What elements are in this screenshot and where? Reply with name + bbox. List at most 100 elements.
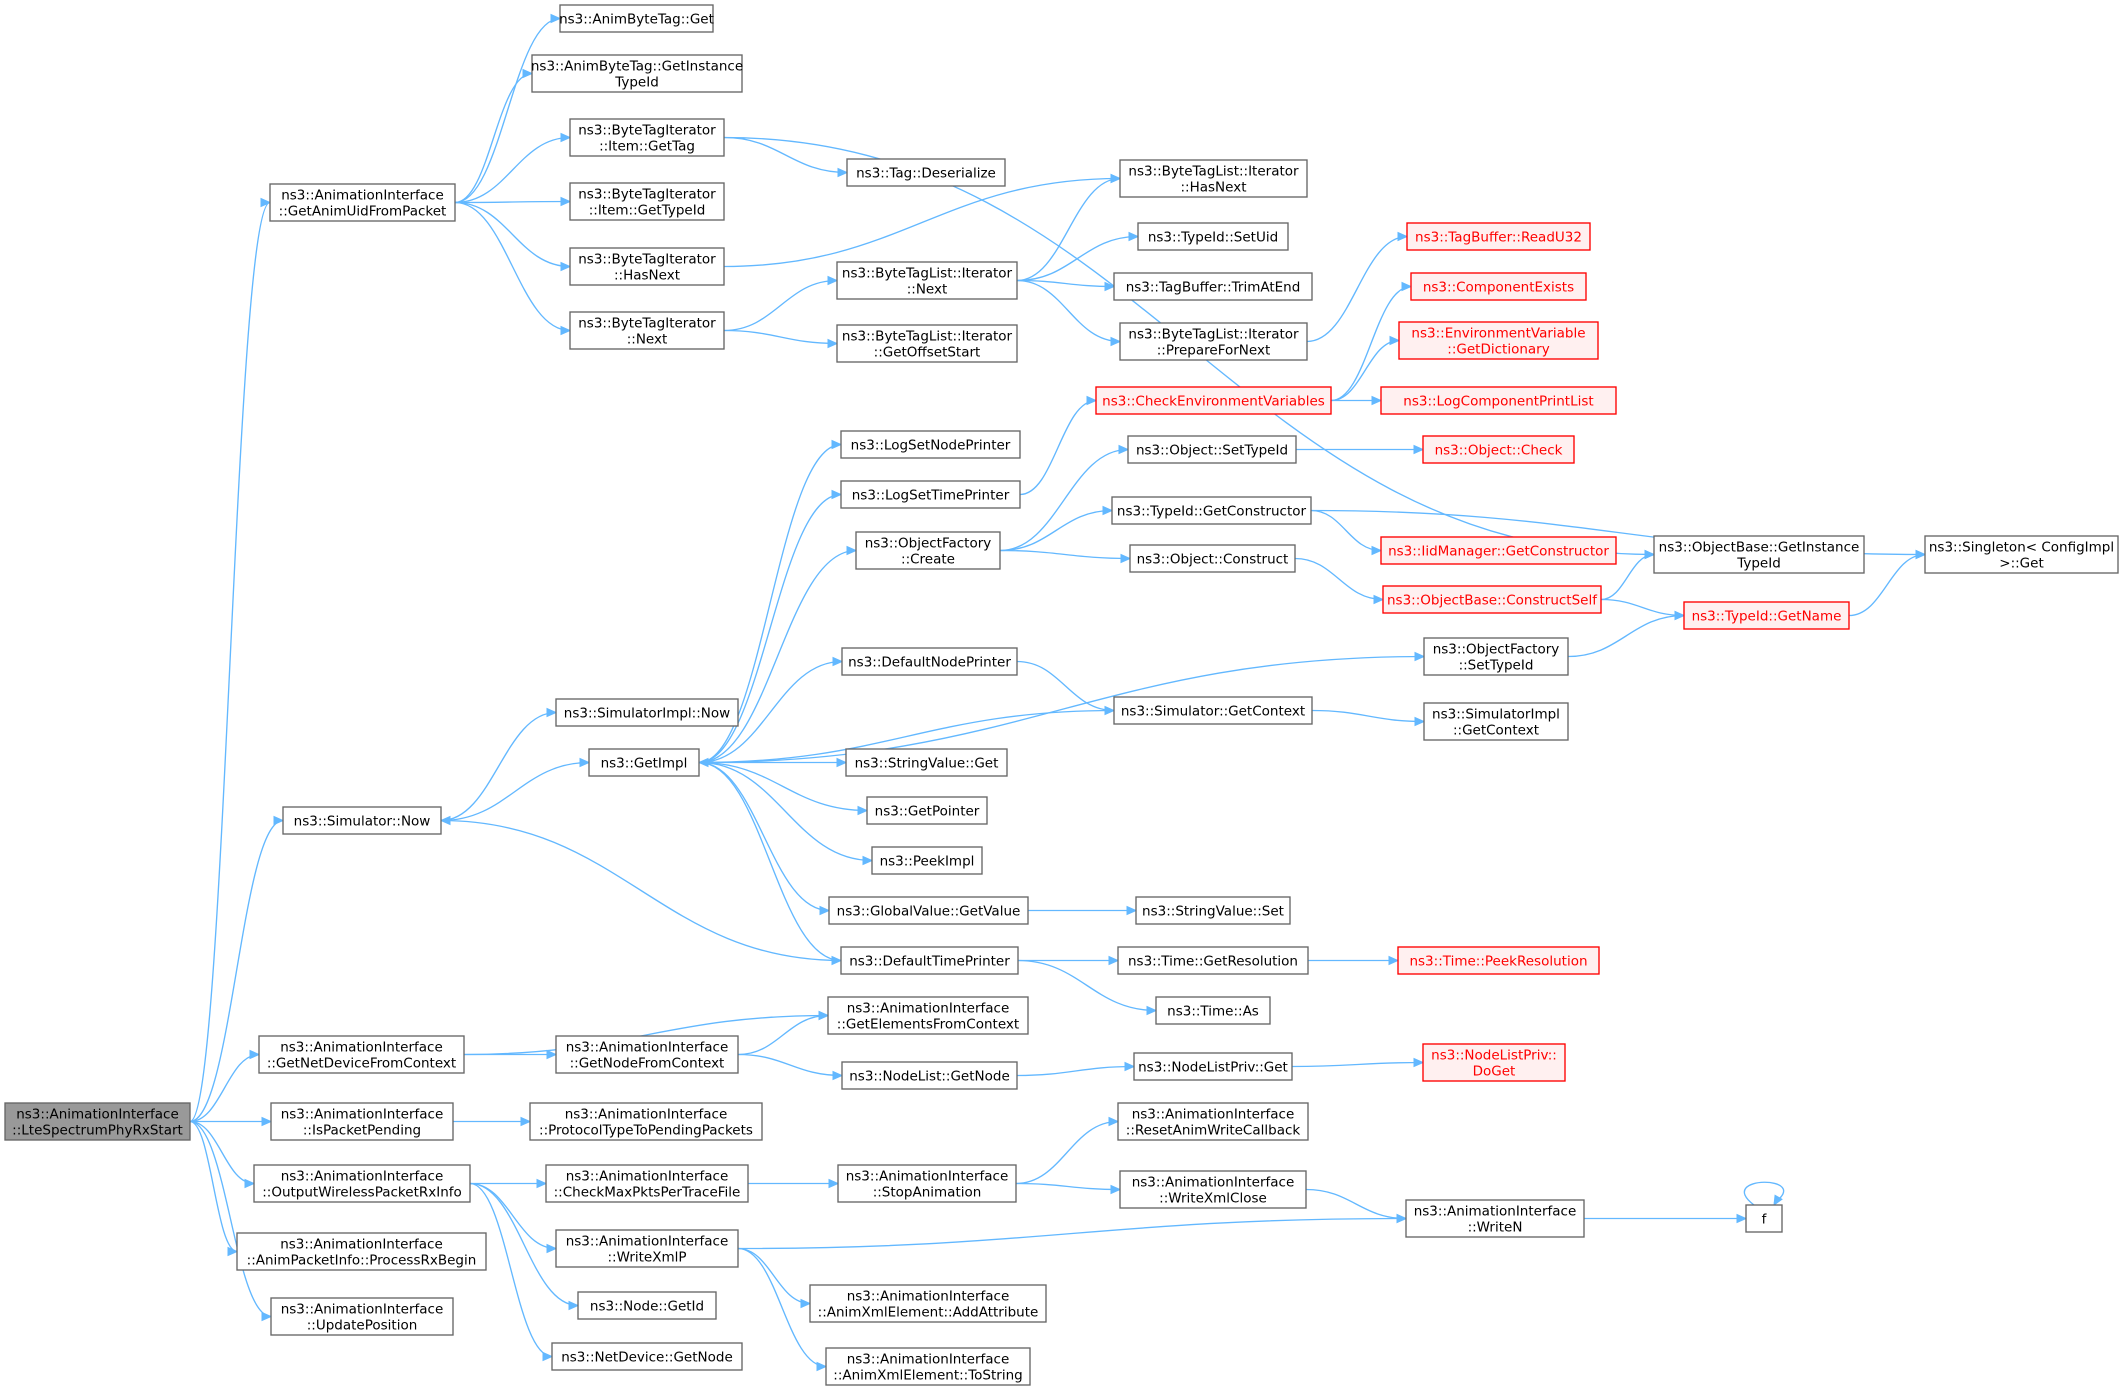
edge-arrowhead (828, 1178, 840, 1189)
node-protocol-type[interactable]: ns3::AnimationInterface::ProtocolTypeToP… (529, 1102, 763, 1141)
node-f[interactable]: f (1745, 1204, 1783, 1233)
node-sim-impl-get-context[interactable]: ns3::SimulatorImpl::GetContext (1423, 702, 1569, 741)
node-label: ns3::GetPointer (875, 804, 980, 820)
edge-f-to-f (1743, 1181, 1785, 1206)
node-anim-byte-tag-get[interactable]: ns3::AnimByteTag::Get (559, 4, 714, 33)
node-sim-now[interactable]: ns3::Simulator::Now (282, 806, 442, 835)
node-label: ns3::AnimationInterface (566, 1234, 729, 1250)
node-to-string[interactable]: ns3::AnimationInterface::AnimXmlElement:… (825, 1347, 1031, 1386)
node-time-get-resolution[interactable]: ns3::Time::GetResolution (1117, 946, 1309, 975)
node-type-id-set-uid[interactable]: ns3::TypeId::SetUid (1137, 222, 1289, 251)
node-label: ns3::Simulator::Now (294, 814, 431, 830)
node-box (1405, 1199, 1585, 1238)
node-bti-item-get-tag[interactable]: ns3::ByteTagIterator::Item::GetTag (569, 118, 725, 157)
node-peek-impl[interactable]: ns3::PeekImpl (871, 846, 983, 875)
node-log-comp-print-list[interactable]: ns3::LogComponentPrintList (1380, 386, 1617, 415)
node-root[interactable]: ns3::AnimationInterface::LteSpectrumPhyR… (4, 1102, 191, 1141)
node-node-list-priv-do-get[interactable]: ns3::NodeListPriv::DoGet (1422, 1043, 1566, 1082)
edge-arrowhead (1414, 716, 1426, 727)
edge-get-net-device-to-get-elements (463, 1014, 829, 1056)
edge-arrowhead (836, 757, 848, 768)
edge-arrowhead (546, 1049, 558, 1060)
node-btl-iter-next[interactable]: ns3::ByteTagList::Iterator::Next (836, 261, 1018, 300)
node-reset-anim-write[interactable]: ns3::AnimationInterface::ResetAnimWriteC… (1117, 1102, 1309, 1141)
node-object-check[interactable]: ns3::Object::Check (1422, 435, 1575, 464)
node-process-rx-begin[interactable]: ns3::AnimationInterface::AnimPacketInfo:… (236, 1232, 487, 1271)
edge-default-time-printer-to-time-as (1017, 959, 1157, 1012)
node-box (1113, 272, 1313, 301)
edge-obj-base-construct-self-to-type-id-get-name (1600, 598, 1685, 617)
node-label: ns3::Singleton< ConfigImpl (1929, 540, 2114, 556)
node-label: ::Item::GetTag (599, 139, 695, 155)
node-singleton-get[interactable]: ns3::Singleton< ConfigImpl>::Get (1924, 535, 2119, 574)
node-sim-get-context[interactable]: ns3::Simulator::GetContext (1113, 696, 1313, 725)
node-label: ::WriteN (1468, 1220, 1523, 1236)
node-get-node-from-context[interactable]: ns3::AnimationInterface::GetNodeFromCont… (555, 1035, 739, 1074)
node-string-value-set[interactable]: ns3::StringValue::Set (1135, 896, 1291, 925)
node-label: ::WriteXmlClose (1159, 1191, 1267, 1207)
node-node-list-priv-get[interactable]: ns3::NodeListPriv::Get (1133, 1052, 1293, 1081)
node-get-impl[interactable]: ns3::GetImpl (588, 748, 700, 777)
node-env-var-get-dict[interactable]: ns3::EnvironmentVariable::GetDictionary (1398, 321, 1599, 360)
edge-bti-item-get-tag-to-tag-deserialize (723, 136, 848, 174)
node-type-id-get-name[interactable]: ns3::TypeId::GetName (1683, 601, 1850, 630)
node-get-pointer[interactable]: ns3::GetPointer (866, 796, 988, 825)
node-check-env-vars[interactable]: ns3::CheckEnvironmentVariables (1095, 386, 1332, 415)
node-check-max-pkts[interactable]: ns3::AnimationInterface::CheckMaxPktsPer… (545, 1164, 749, 1203)
edge-btl-iter-next-to-btl-iter-prepare (1016, 279, 1121, 343)
node-time-as[interactable]: ns3::Time::As (1155, 996, 1271, 1025)
node-obj-factory-create[interactable]: ns3::ObjectFactory::Create (855, 531, 1001, 570)
node-default-node-printer[interactable]: ns3::DefaultNodePrinter (841, 647, 1018, 676)
edge-obj-factory-create-to-object-set-type-id (999, 448, 1129, 552)
node-btl-iter-prepare[interactable]: ns3::ByteTagList::Iterator::PrepareForNe… (1119, 322, 1308, 361)
node-label: ns3::ByteTagList::Iterator (842, 329, 1013, 345)
node-is-packet-pending[interactable]: ns3::AnimationInterface::IsPacketPending (270, 1102, 454, 1141)
node-label: ns3::AnimationInterface (1132, 1107, 1295, 1123)
node-box (577, 1291, 717, 1320)
node-write-xml-close[interactable]: ns3::AnimationInterface::WriteXmlClose (1119, 1170, 1307, 1209)
node-component-exists[interactable]: ns3::ComponentExists (1410, 272, 1587, 301)
edge-output-wireless-to-net-device-get-node (469, 1182, 553, 1358)
node-btl-iter-get-offset[interactable]: ns3::ByteTagList::Iterator::GetOffsetSta… (836, 324, 1018, 363)
node-type-id-get-constructor[interactable]: ns3::TypeId::GetConstructor (1111, 496, 1312, 525)
node-label: ns3::AnimationInterface (281, 1107, 444, 1123)
node-write-n[interactable]: ns3::AnimationInterface::WriteN (1405, 1199, 1585, 1238)
node-object-construct[interactable]: ns3::Object::Construct (1129, 544, 1296, 573)
node-bti-item-get-type-id[interactable]: ns3::ByteTagIterator::Item::GetTypeId (569, 182, 725, 221)
node-string-value-get[interactable]: ns3::StringValue::Get (845, 748, 1008, 777)
node-output-wireless[interactable]: ns3::AnimationInterface::OutputWirelessP… (253, 1164, 471, 1203)
node-tag-buffer-trim[interactable]: ns3::TagBuffer::TrimAtEnd (1113, 272, 1313, 301)
node-get-anim-uid[interactable]: ns3::AnimationInterface::GetAnimUidFromP… (269, 183, 456, 222)
node-label: ::ResetAnimWriteCallback (1126, 1123, 1301, 1139)
node-node-list-get-node[interactable]: ns3::NodeList::GetNode (841, 1061, 1018, 1090)
node-iid-mgr-get-constructor[interactable]: ns3::IidManager::GetConstructor (1380, 536, 1617, 565)
node-stop-animation[interactable]: ns3::AnimationInterface::StopAnimation (837, 1164, 1017, 1203)
node-global-value-get-value[interactable]: ns3::GlobalValue::GetValue (828, 896, 1029, 925)
node-default-time-printer[interactable]: ns3::DefaultTimePrinter (840, 946, 1019, 975)
node-log-set-node-printer[interactable]: ns3::LogSetNodePrinter (840, 430, 1021, 459)
node-bti-has-next[interactable]: ns3::ByteTagIterator::HasNext (569, 247, 725, 286)
node-write-xml-p[interactable]: ns3::AnimationInterface::WriteXmlP (555, 1229, 739, 1268)
node-obj-factory-set-type-id[interactable]: ns3::ObjectFactory::SetTypeId (1423, 637, 1569, 676)
node-log-set-time-printer[interactable]: ns3::LogSetTimePrinter (840, 480, 1021, 509)
node-get-net-device[interactable]: ns3::AnimationInterface::GetNetDeviceFro… (258, 1035, 465, 1074)
node-tag-buffer-read-u32[interactable]: ns3::TagBuffer::ReadU32 (1406, 222, 1591, 251)
node-time-peek-resolution[interactable]: ns3::Time::PeekResolution (1397, 946, 1600, 975)
node-bti-next[interactable]: ns3::ByteTagIterator::Next (569, 311, 725, 350)
node-update-position[interactable]: ns3::AnimationInterface::UpdatePosition (270, 1297, 454, 1336)
edge-arrowhead (520, 1116, 532, 1127)
node-node-get-id[interactable]: ns3::Node::GetId (577, 1291, 717, 1320)
node-add-attribute[interactable]: ns3::AnimationInterface::AnimXmlElement:… (809, 1284, 1047, 1323)
node-box (836, 324, 1018, 363)
node-tag-deserialize[interactable]: ns3::Tag::Deserialize (846, 158, 1006, 187)
edge-get-anim-uid-to-bti-has-next (454, 201, 571, 268)
node-net-device-get-node[interactable]: ns3::NetDevice::GetNode (551, 1342, 743, 1371)
nodes-layer: ns3::AnimationInterface::LteSpectrumPhyR… (4, 4, 2119, 1386)
node-get-elements[interactable]: ns3::AnimationInterface::GetElementsFrom… (827, 996, 1029, 1035)
node-object-set-type-id[interactable]: ns3::Object::SetTypeId (1127, 435, 1297, 464)
node-obj-base-construct-self[interactable]: ns3::ObjectBase::ConstructSelf (1382, 585, 1602, 614)
node-btl-iter-has-next[interactable]: ns3::ByteTagList::Iterator::HasNext (1119, 159, 1308, 198)
node-sim-impl-now[interactable]: ns3::SimulatorImpl::Now (555, 698, 739, 727)
